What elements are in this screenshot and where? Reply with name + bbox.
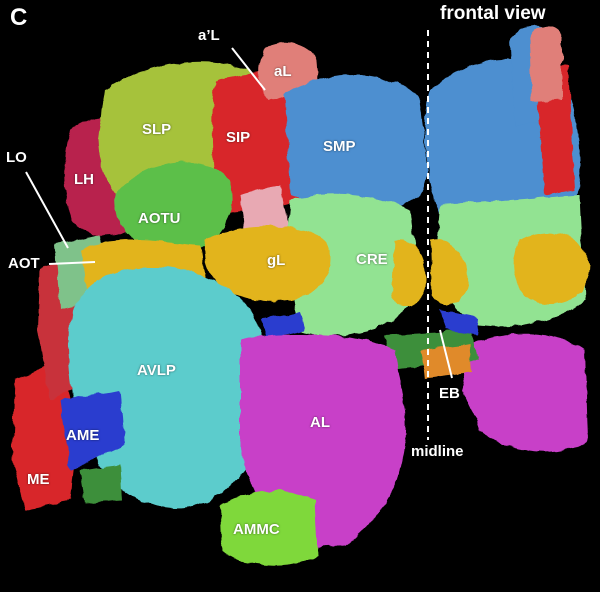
label-sip: SIP (226, 129, 251, 146)
gl-right-lobe (392, 239, 426, 307)
label-cre: CRE (356, 251, 388, 268)
pink-lobe (240, 185, 290, 238)
blue-strip (262, 312, 305, 338)
label-avlp: AVLP (137, 362, 176, 379)
view-label: frontal view (440, 3, 546, 24)
eb-pointer (439, 329, 453, 379)
right-gl (513, 232, 590, 305)
panel-letter: C (10, 4, 28, 31)
label-smp: SMP (323, 138, 356, 155)
right-al-tip (530, 26, 562, 102)
label-lh: LH (74, 171, 94, 188)
label-eb: EB (439, 385, 460, 402)
label-aot: AOT (8, 255, 40, 272)
label-slp: SLP (142, 121, 172, 138)
right-al (462, 334, 588, 453)
right-blue-lobe (440, 310, 480, 335)
label-ame: AME (66, 427, 100, 444)
label-al: AL (310, 414, 330, 431)
label-ammc: AMMC (233, 521, 280, 538)
me-region (12, 360, 78, 510)
lo-pointer (25, 171, 69, 249)
right-gl-left (430, 239, 469, 305)
aot-pointer (48, 261, 96, 265)
cre (285, 194, 420, 336)
bottom-green (80, 465, 122, 503)
label-aotu: AOTU (138, 210, 181, 227)
label-a-prime-l: a’L (198, 27, 220, 44)
ame (60, 390, 125, 470)
label-al-lobe: aL (274, 63, 292, 80)
eb-orange (420, 345, 472, 378)
label-midline: midline (411, 443, 464, 460)
a-prime-l-pointer (231, 47, 266, 91)
label-gl: gL (267, 252, 286, 269)
label-lo: LO (6, 149, 27, 166)
label-me: ME (27, 471, 50, 488)
smp (285, 75, 428, 212)
aotu (115, 162, 233, 253)
gl (204, 226, 331, 301)
ammc (220, 490, 318, 566)
